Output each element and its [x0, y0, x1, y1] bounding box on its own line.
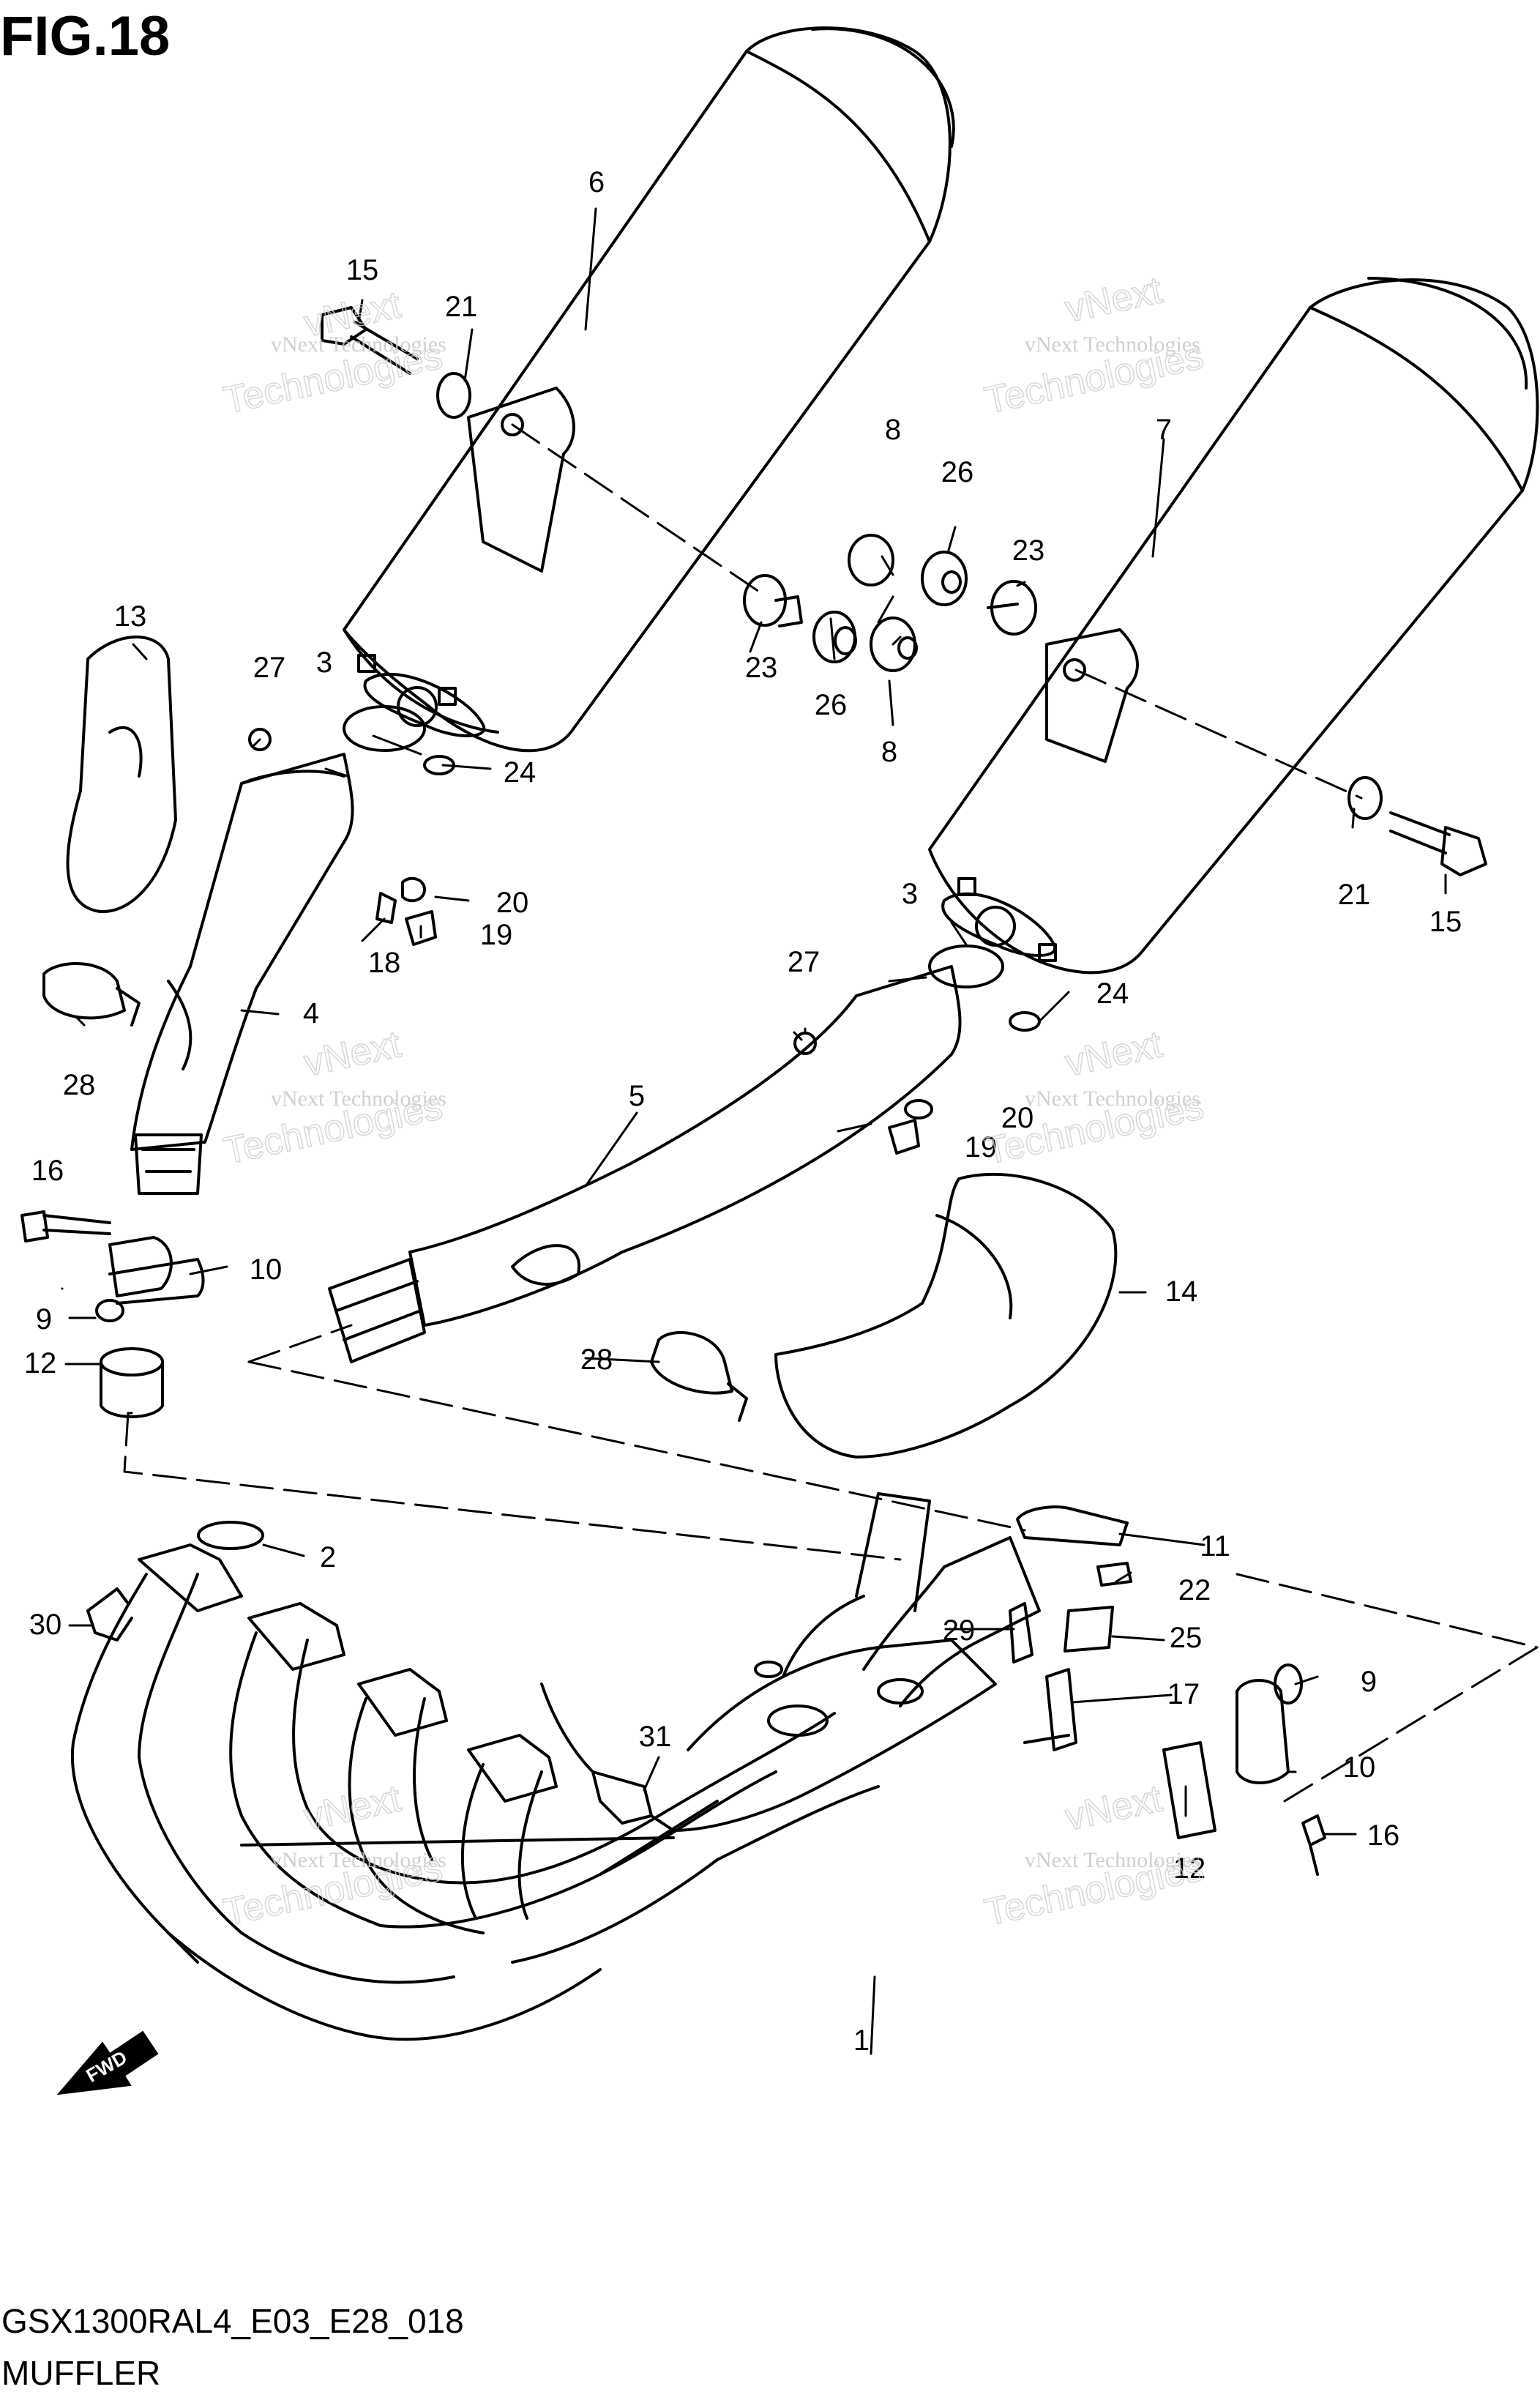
muffler-right: [928, 277, 1539, 975]
callout-27-lower: 27: [788, 946, 821, 978]
clamp-28-left: [42, 962, 141, 1027]
callout-28-left: 28: [63, 1069, 96, 1101]
svg-text:vNext Technologies: vNext Technologies: [1025, 1087, 1200, 1111]
exhaust-header-1: [70, 1492, 1041, 2041]
svg-text:vNext: vNext: [1061, 1777, 1166, 1838]
callout-15-upper: 15: [346, 254, 379, 286]
callout-21-upper: 21: [445, 291, 478, 323]
callout-26-upper: 26: [815, 689, 848, 721]
callout-22: 22: [1178, 1574, 1211, 1606]
callout-20-upper: 20: [496, 887, 529, 919]
callout-16-right: 16: [1367, 1819, 1400, 1852]
callout-20-lower: 20: [1001, 1102, 1034, 1134]
callout-8-upper: 8: [885, 414, 901, 446]
callout-8-lower: 8: [881, 736, 897, 768]
svg-text:vNext Technologies: vNext Technologies: [271, 332, 446, 357]
callout-26-lower: 26: [941, 456, 974, 488]
forward-direction-arrow: FWD: [56, 2030, 159, 2095]
washer-21-lower: [1348, 776, 1383, 820]
callout-14: 14: [1165, 1275, 1198, 1308]
callout-3-lower: 3: [902, 878, 918, 910]
connecting-pipe-4: [130, 753, 354, 1195]
callout-labels: 1 2 3 3 4 5 6 7 8 8 9 9 10 10 11 12 12 1…: [24, 166, 1462, 2057]
callout-12-left: 12: [24, 1347, 57, 1379]
callout-3-upper: 3: [316, 647, 332, 679]
watermarks: vNext vNext Technologies Technologies vN…: [220, 269, 1208, 1935]
svg-text:vNext Technologies: vNext Technologies: [1025, 332, 1200, 357]
figure-title: FIG.18: [0, 5, 171, 67]
svg-text:vNext: vNext: [1061, 269, 1166, 330]
washer-21-upper: [436, 372, 471, 419]
gasket-3-upper: [343, 705, 426, 752]
gasket-2: [197, 1521, 264, 1550]
callout-19-upper: 19: [480, 919, 513, 951]
callout-28-right: 28: [580, 1344, 613, 1376]
model-code: GSX1300RAL4_E03_E28_018: [1, 2302, 464, 2340]
callout-12-right: 12: [1173, 1852, 1206, 1885]
oxygen-sensor-31: [540, 1683, 675, 1839]
heat-shield-14: [774, 1172, 1118, 1458]
bracket-assembly-left: [20, 1210, 205, 1418]
callout-24-upper: 24: [504, 756, 537, 789]
svg-text:vNext Technologies: vNext Technologies: [271, 1848, 446, 1872]
callout-4: 4: [303, 997, 319, 1029]
callout-23-lower: 23: [1012, 534, 1045, 567]
callout-29: 29: [943, 1614, 976, 1647]
callout-10-left: 10: [250, 1253, 283, 1286]
callout-19-lower: 19: [965, 1131, 998, 1163]
callout-10-right: 10: [1343, 1751, 1376, 1784]
clamp-28-right: [650, 1331, 748, 1422]
callout-30: 30: [29, 1609, 62, 1641]
callout-15-lower: 15: [1429, 906, 1462, 938]
callout-9-left: 9: [36, 1303, 52, 1335]
callout-6: 6: [588, 166, 605, 198]
gasket-3-lower: [928, 945, 1004, 988]
callout-23-upper: 23: [745, 652, 778, 684]
callout-18: 18: [368, 947, 401, 979]
callout-9-right: 9: [1361, 1666, 1377, 1698]
callout-21-lower: 21: [1338, 879, 1371, 911]
bolt-15-upper: [321, 306, 419, 375]
svg-text:vNext: vNext: [1061, 1023, 1166, 1084]
heat-shield-13: [66, 636, 177, 913]
mount-bushings-left: [743, 574, 918, 672]
alignment-lines: [123, 423, 1539, 1803]
callout-11: 11: [1200, 1530, 1230, 1562]
bolt-15-lower: [1389, 811, 1487, 876]
callout-13: 13: [114, 600, 147, 633]
callout-5: 5: [629, 1080, 645, 1112]
callout-25: 25: [1170, 1622, 1203, 1654]
callout-24-lower: 24: [1096, 977, 1129, 1010]
callout-2: 2: [320, 1541, 336, 1573]
callout-17: 17: [1167, 1678, 1200, 1710]
hanger-hardware-center: [1009, 1505, 1132, 1751]
muffler-left: [343, 26, 955, 753]
callout-27-upper: 27: [253, 652, 286, 684]
callout-7: 7: [1156, 414, 1172, 446]
leader-lines: [61, 207, 1447, 2055]
svg-text:vNext: vNext: [300, 1023, 405, 1084]
flange-hardware-left: [248, 728, 455, 946]
connecting-pipe-5: [328, 965, 962, 1363]
callout-16-left: 16: [31, 1155, 64, 1187]
mount-bushings-right: [848, 534, 1037, 636]
callout-1: 1: [853, 2024, 870, 2057]
svg-text:vNext Technologies: vNext Technologies: [1025, 1848, 1200, 1872]
svg-text:vNext Technologies: vNext Technologies: [271, 1087, 446, 1111]
section-name: MUFFLER: [1, 2354, 161, 2392]
svg-text:vNext: vNext: [300, 1777, 405, 1838]
callout-31: 31: [639, 1721, 672, 1753]
bolt-30: [86, 1587, 133, 1642]
